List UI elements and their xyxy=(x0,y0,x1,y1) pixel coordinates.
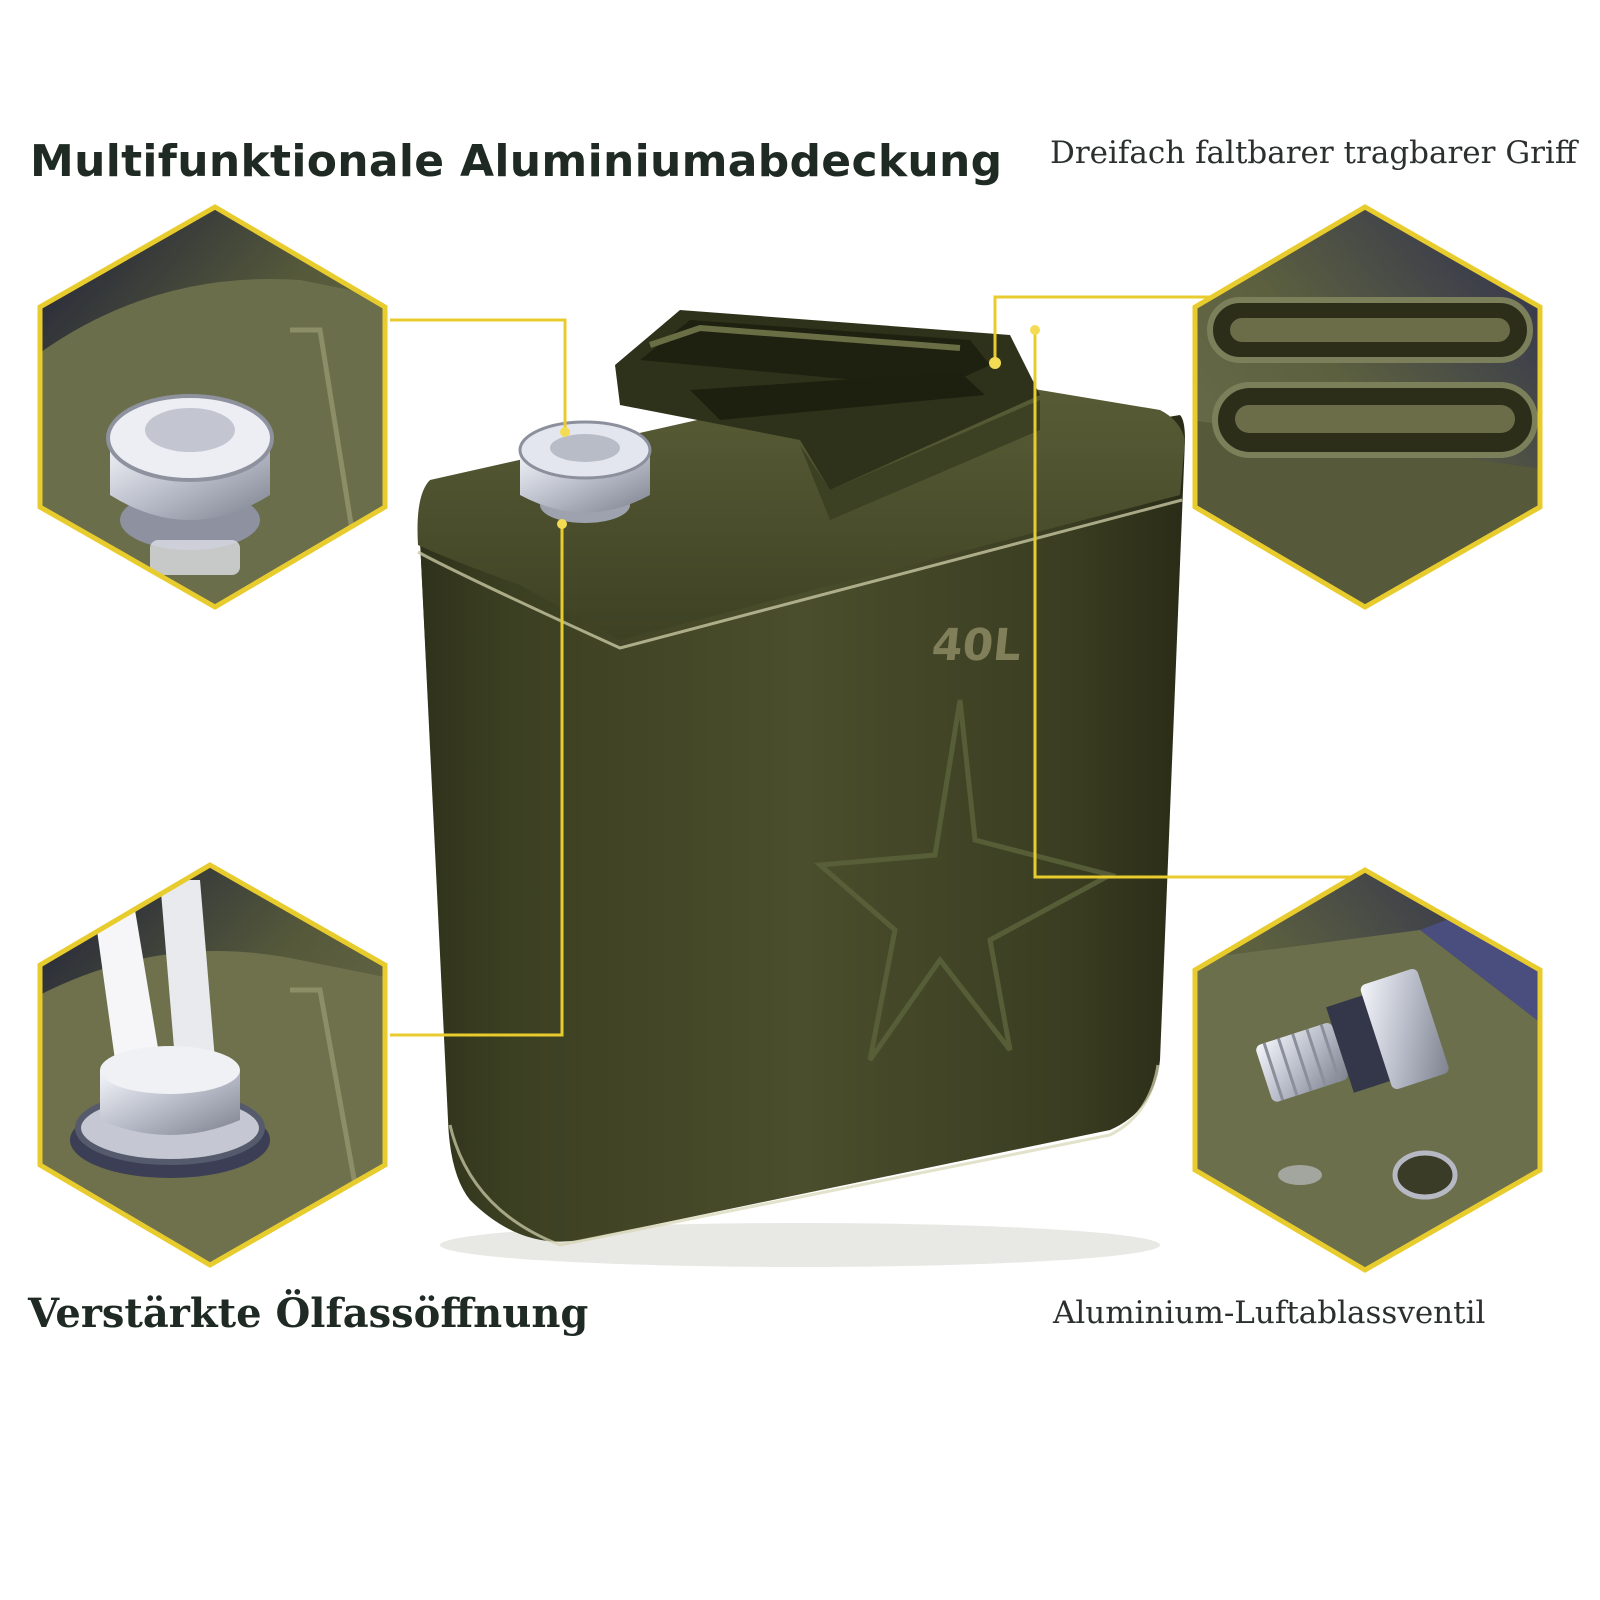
handle-feature-label: Dreifach faltbarer tragbarer Griff xyxy=(1050,135,1577,171)
star-emboss-icon xyxy=(813,699,1117,1062)
fuel-cap xyxy=(518,420,652,523)
capacity-mark: 40L xyxy=(929,620,1024,671)
valve-feature-label: Aluminium-Luftablassventil xyxy=(1053,1295,1486,1331)
opening-feature-label: Verstärkte Ölfassöffnung xyxy=(28,1290,589,1337)
callout-lines xyxy=(390,295,1375,1037)
detail-hexagon-valve xyxy=(1192,867,1543,1273)
detail-hexagon-opening xyxy=(37,862,388,1268)
detail-hexagon-handle xyxy=(1192,204,1543,610)
cover-feature-label: Multifunktionale Aluminiumabdeckung xyxy=(30,136,1003,187)
jerry-can xyxy=(417,310,1185,1267)
detail-hexagon-cap xyxy=(37,204,388,610)
